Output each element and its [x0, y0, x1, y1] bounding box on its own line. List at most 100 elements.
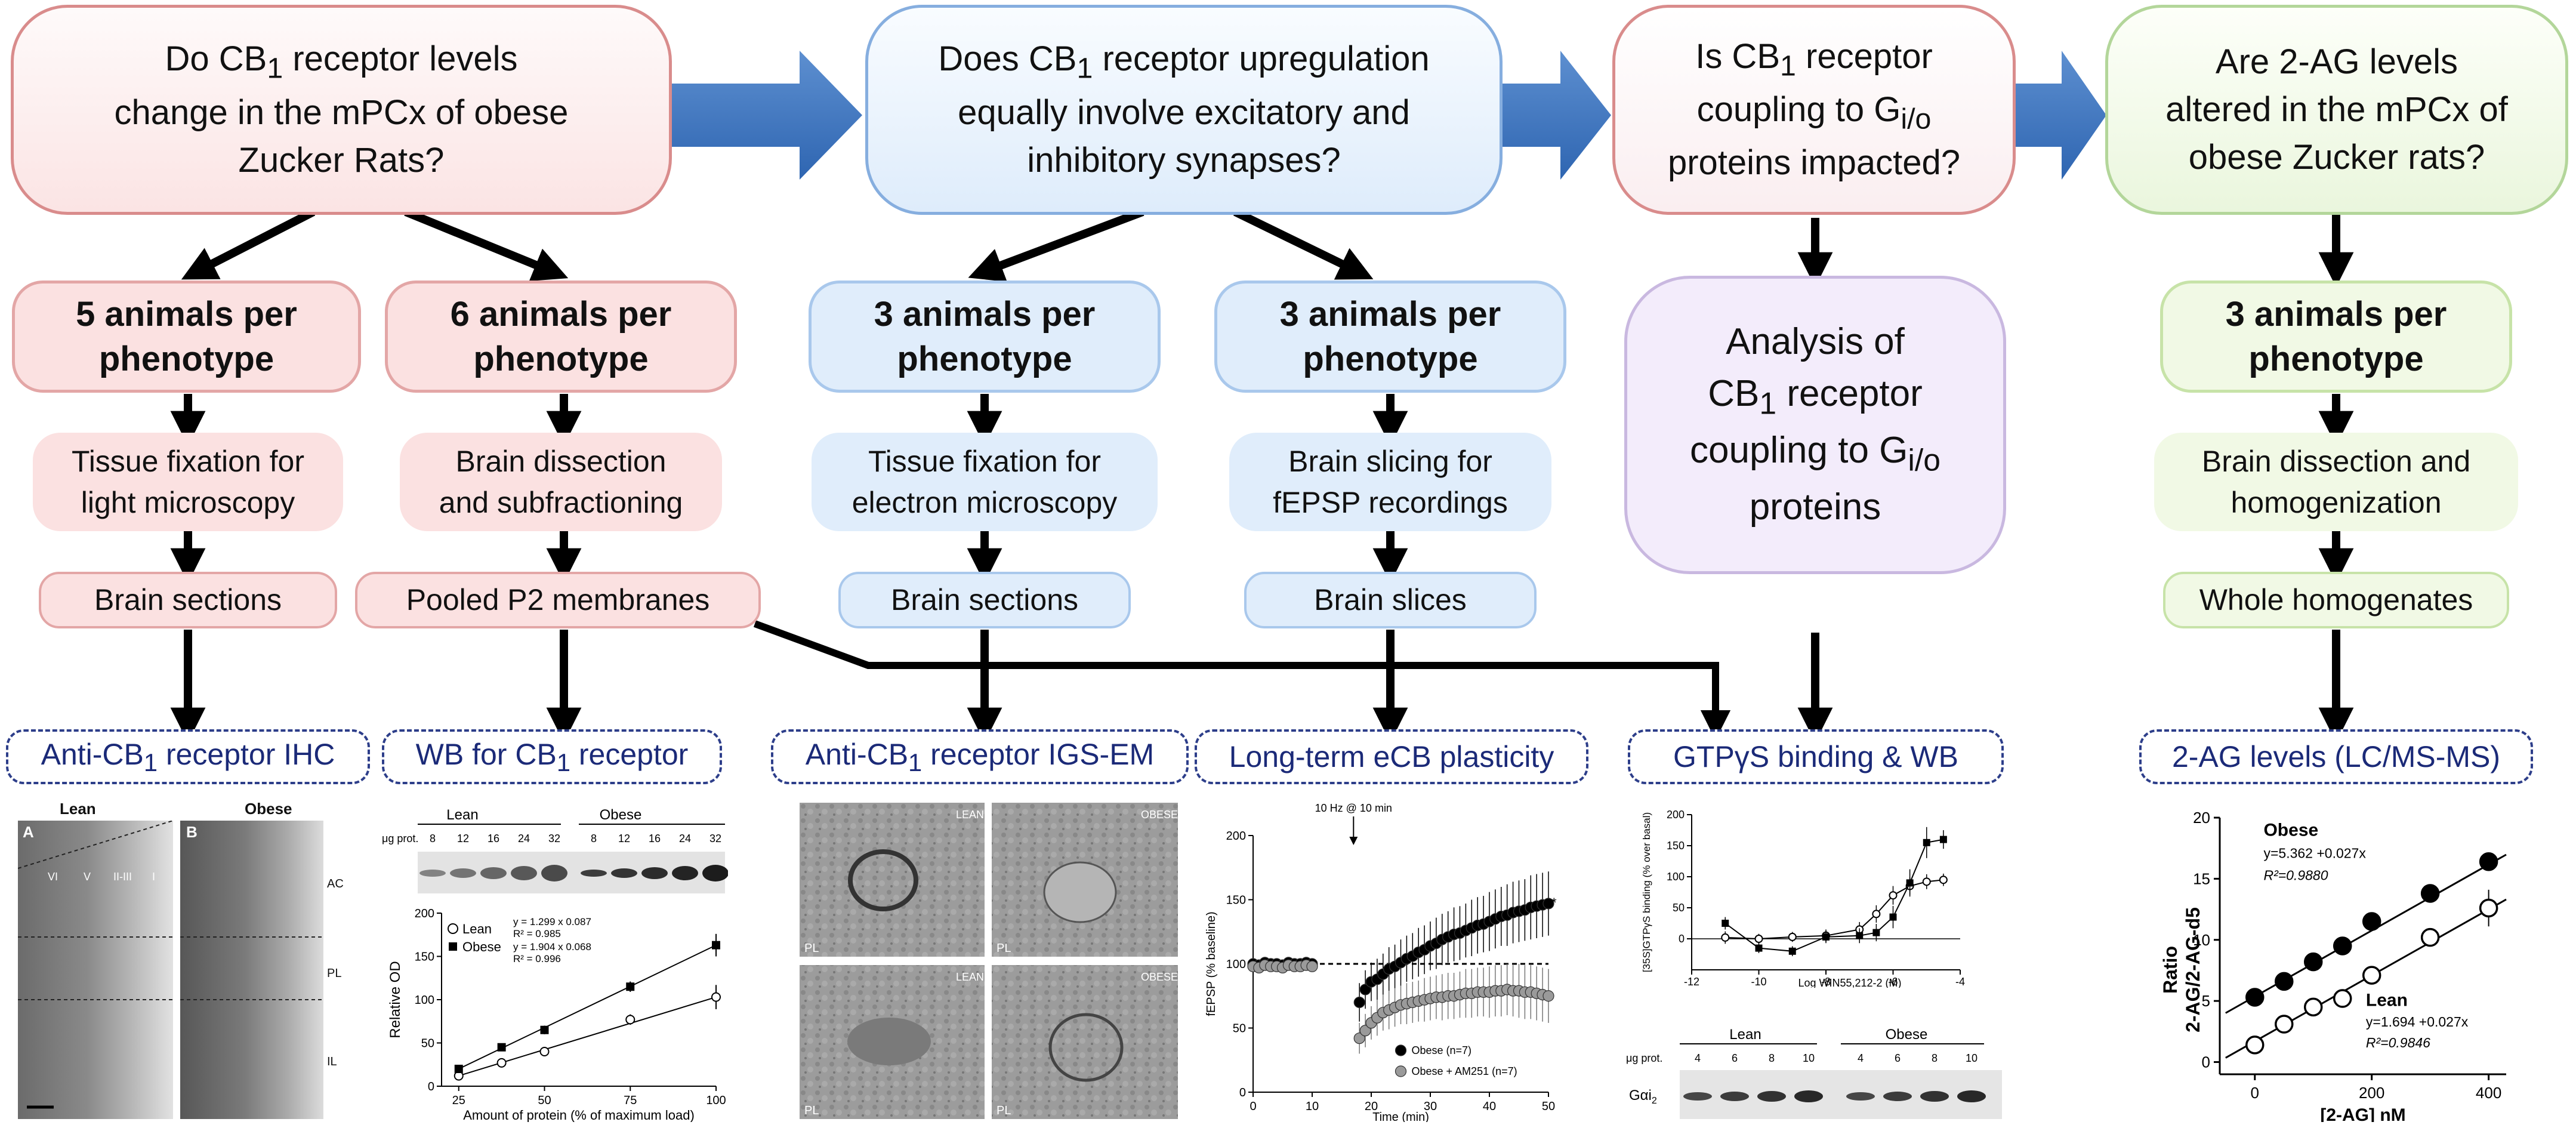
wb-legend-marker	[448, 923, 458, 934]
2ag-obese-fit: y=5.362 +0.027x	[2263, 846, 2366, 861]
gtpwb-ug-label: μg prot.	[1626, 1052, 1662, 1064]
gtp-point-lean	[1922, 877, 1931, 886]
wb-band	[541, 865, 567, 881]
wb-point-lean	[496, 1058, 507, 1068]
2ag-y-axis-label: 2-AG/2-AG-d5	[2182, 907, 2204, 1032]
wb-load-label: 24	[679, 833, 691, 844]
wb-load-label: 24	[518, 833, 530, 844]
gtp-point-lean	[1889, 891, 1898, 900]
2ag-obese-r2: R²=0.9880	[2263, 867, 2328, 883]
gtpwb-load-label: 4	[1695, 1052, 1701, 1064]
fepsp-x-tick-label: 10	[1306, 1100, 1319, 1113]
wb-band	[702, 865, 729, 881]
ihc-obese-label: Obese	[245, 800, 292, 818]
em-pl-label: PL	[997, 942, 1011, 955]
wb-load-label: 8	[591, 833, 597, 844]
gtp-y-tick-label: 0	[1679, 933, 1685, 945]
wb-y-tick-label: 50	[421, 1037, 434, 1050]
fepsp-stim-arrowhead	[1349, 837, 1358, 845]
wb-y-tick-label: 150	[415, 951, 434, 964]
wb-load-label: 8	[430, 833, 436, 844]
fepsp-stim-label: 10 Hz @ 10 min	[1315, 802, 1392, 814]
2ag-point-lean	[2362, 966, 2381, 985]
region-label: PL	[327, 967, 341, 980]
wb-load-label: 32	[709, 833, 721, 844]
fepsp-significance: *	[1551, 895, 1557, 910]
material-brain-sections-2: Brain sections	[838, 572, 1131, 628]
em-lean-label: LEAN	[956, 809, 984, 821]
wb-x-tick-label: 75	[624, 1094, 637, 1107]
fepsp-x-tick-label: 0	[1250, 1100, 1256, 1113]
wb-load-label: 32	[548, 833, 560, 844]
wb-point-lean	[711, 992, 721, 1002]
2ag-x-axis-label: [2-AG] nM	[2320, 1105, 2405, 1122]
gtpwb-band	[1720, 1092, 1749, 1101]
wb-load-label: 12	[457, 833, 469, 844]
wb-point-obese	[540, 1025, 549, 1034]
wb-point-obese	[454, 1065, 463, 1073]
wb-fit-eq: y = 1.904 x 0.068	[513, 941, 591, 953]
2ag-point-obese	[2479, 852, 2498, 871]
gtpwb-obese-label: Obese	[1886, 1027, 1928, 1043]
2ag-point-obese	[2420, 884, 2440, 903]
p2-connector	[753, 620, 1731, 741]
wb-point-obese	[626, 982, 635, 991]
wb-legend-label: Lean	[462, 921, 492, 936]
wb-y-tick-label: 0	[428, 1080, 434, 1093]
gtpwb-load-label: 10	[1966, 1052, 1977, 1064]
gtp-point-obese	[1872, 929, 1880, 936]
2ag-point-lean	[2245, 1035, 2265, 1055]
wb-band	[581, 870, 607, 877]
fepsp-y-axis-label: fEPSP (% baseline)	[1205, 911, 1218, 1016]
fepsp-y-tick-label: 100	[1226, 958, 1246, 971]
gtpwb-protein-label: Gαi2	[1629, 1087, 1657, 1106]
ihc-micrographs: A B VI V II-III I AC PL IL	[18, 821, 344, 1119]
fepsp-y-tick-label: 0	[1239, 1086, 1246, 1099]
flow-arrow-1	[671, 51, 862, 180]
gtp-y-axis-label: [35S]GTPγS binding (% over basal)	[1641, 812, 1652, 972]
fepsp-y-tick-label: 150	[1226, 894, 1246, 907]
gtp-point-obese	[1722, 920, 1729, 927]
wb-point-obese	[712, 941, 720, 950]
gtp-y-tick-label: 100	[1667, 871, 1685, 883]
fepsp-point-obese	[1542, 898, 1554, 910]
technique-2ag-lcms: 2-AG levels (LC/MS-MS)	[2139, 729, 2533, 784]
wb-fit-eq: y = 1.299 x 0.087	[513, 916, 591, 927]
gtp-point-obese	[1755, 944, 1763, 952]
gtpwb-load-label: 4	[1858, 1052, 1864, 1064]
wb-x-axis-label: Amount of protein (% of maximum load)	[463, 1108, 695, 1122]
wb-x-tick-label: 50	[538, 1094, 551, 1107]
em-micrographs: LEAN OBESE LEAN OBESE PL PL PL PL	[800, 803, 1178, 1119]
wb-fit-r2: R² = 0.985	[513, 928, 561, 939]
gtp-curve	[1725, 879, 1943, 940]
wb-band	[480, 867, 507, 879]
wb-load-label: 16	[488, 833, 499, 844]
wb-legend-marker	[449, 942, 457, 951]
2ag-y-tick-label: 0	[2202, 1053, 2210, 1071]
ihc-label-b: B	[186, 823, 198, 841]
layer-label: VI	[48, 871, 58, 883]
2ag-y-axis-label: Ratio	[2159, 946, 2181, 994]
wb-lean-label: Lean	[446, 807, 478, 823]
ihc-lean-label: Lean	[60, 800, 96, 818]
gtpwb-band	[1757, 1091, 1786, 1102]
2ag-point-lean	[2303, 997, 2323, 1017]
wb-fit-r2: R² = 0.996	[513, 953, 561, 964]
wb-y-axis-label: Relative OD	[387, 961, 403, 1038]
material-brain-slices: Brain slices	[1244, 572, 1537, 628]
gtp-x-tick-label: -12	[1684, 976, 1699, 988]
fepsp-x-tick-label: 20	[1365, 1100, 1378, 1113]
gtpwb-load-label: 6	[1895, 1052, 1901, 1064]
